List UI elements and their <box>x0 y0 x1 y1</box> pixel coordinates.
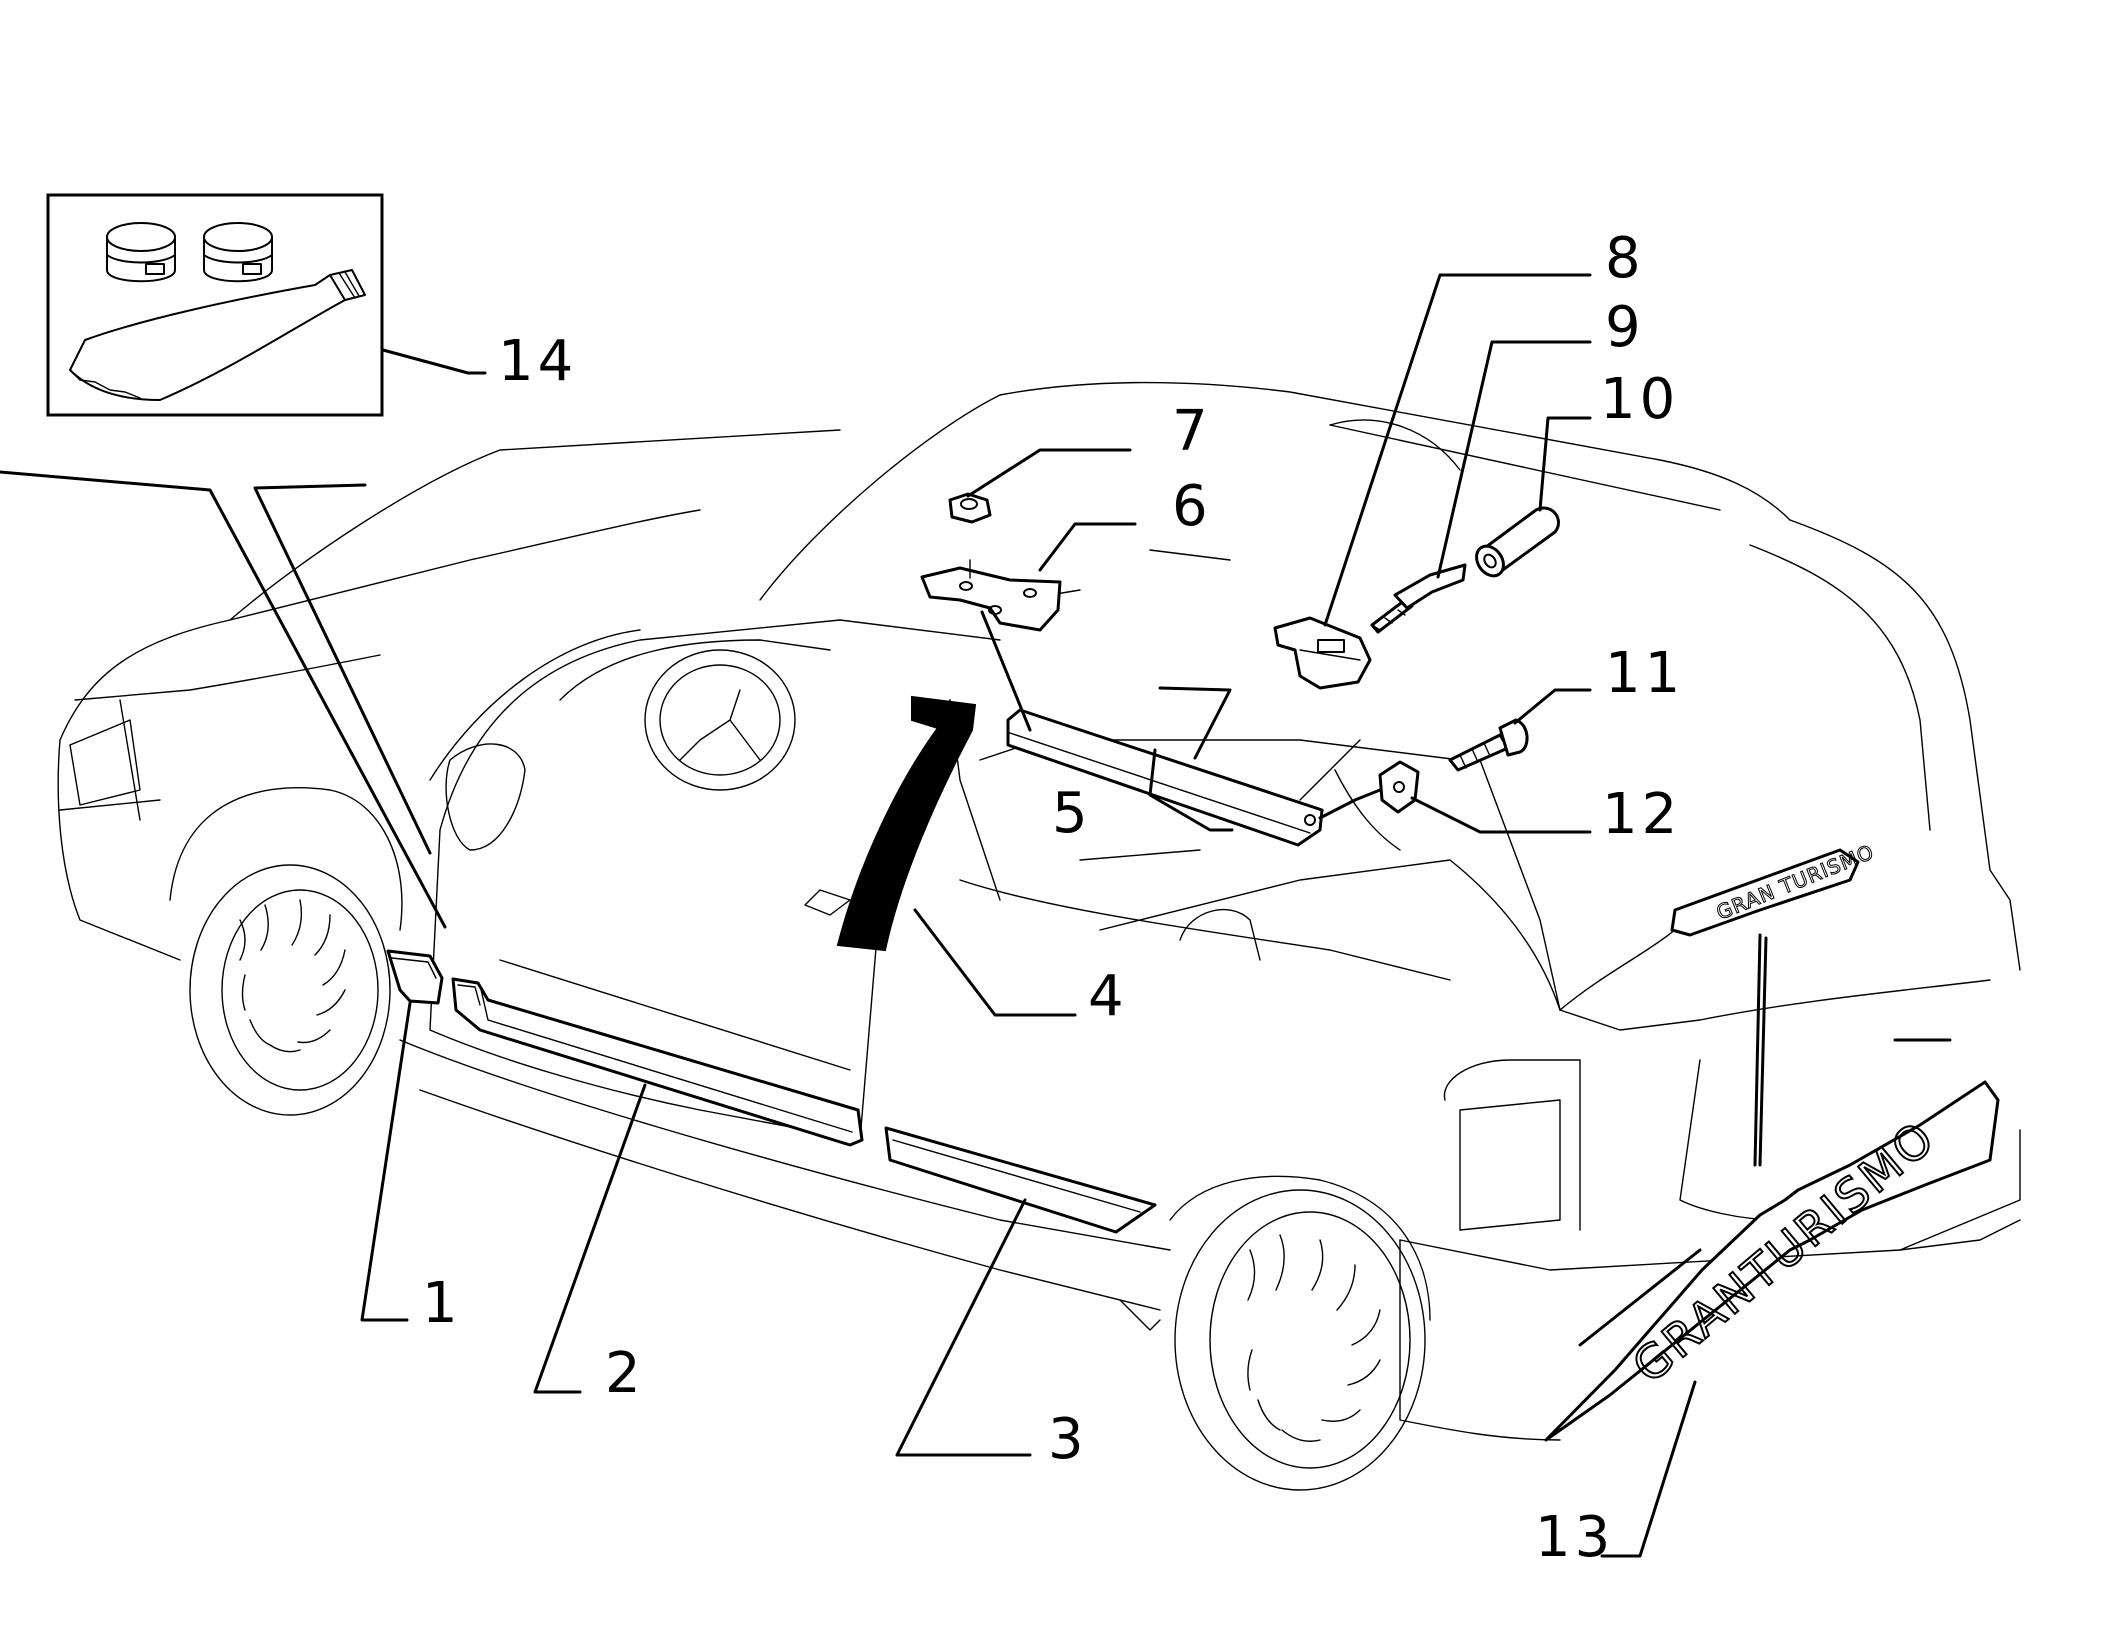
part-5-roof-trim-strip <box>1006 708 1324 847</box>
callout-2: 2 <box>605 1341 645 1406</box>
callout-1: 1 <box>422 1271 462 1336</box>
part-8-clip <box>1273 616 1372 690</box>
part-4-pillar-trim <box>836 695 977 952</box>
part-11-screw <box>1448 718 1529 772</box>
part-9-stud <box>1370 563 1467 634</box>
part-6-bracket <box>920 559 1062 632</box>
part-1-fender-badge <box>386 949 444 1005</box>
part-2-door-moulding <box>451 977 864 1147</box>
jar-icon <box>203 222 273 283</box>
tailgate-emblem-text: GRAN TURISMO <box>1713 839 1878 924</box>
callout-12: 12 <box>1602 782 1681 847</box>
callout-3: 3 <box>1048 1407 1088 1472</box>
callout-7: 7 <box>1172 399 1212 464</box>
rear-emblem-text: GRANTURISMO <box>1622 1110 1946 1394</box>
leader-lines <box>0 273 1952 1558</box>
paint-tube-icon <box>69 269 366 401</box>
part-7-nut <box>948 492 992 524</box>
callout-labels: 14 7 6 8 9 10 11 12 5 4 1 2 3 13 <box>422 226 1684 1570</box>
callout-6: 6 <box>1172 474 1212 539</box>
part-3-rear-side-moulding <box>884 1126 1157 1234</box>
callout-5: 5 <box>1052 781 1092 846</box>
part-14-touchup-kit-box <box>46 193 384 417</box>
callout-4: 4 <box>1088 964 1128 1029</box>
callout-10: 10 <box>1600 367 1679 432</box>
callout-13: 13 <box>1535 1505 1614 1570</box>
callout-14: 14 <box>498 329 577 394</box>
jar-icon <box>106 222 176 283</box>
callout-8: 8 <box>1605 226 1645 291</box>
callout-9: 9 <box>1605 295 1645 360</box>
car-body-outline <box>57 381 2021 1491</box>
callout-11: 11 <box>1605 641 1684 706</box>
part-12-clip-nut <box>1378 760 1420 814</box>
part-10-grommet <box>1475 506 1560 578</box>
part-13-granturismo-badge: GRAN TURISMO GRANTURISMO <box>1544 839 2000 1442</box>
